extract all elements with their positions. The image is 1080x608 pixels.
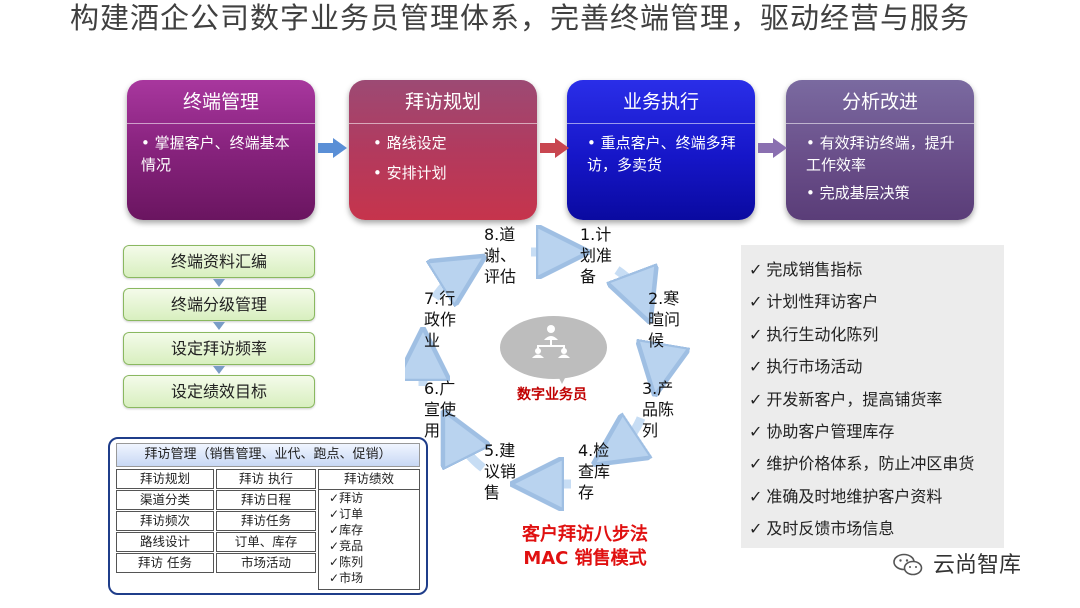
- checklist-item: 协助客户管理库存: [749, 416, 1004, 448]
- cycle-step-1: 1.计划准备: [580, 225, 613, 286]
- cycle-arrow: [455, 434, 483, 472]
- performance-item: 库存: [329, 522, 419, 538]
- cycle-arrow: [655, 342, 660, 370]
- performance-item: 拜访: [329, 490, 419, 506]
- cycle-step-3: 3.产品陈列: [642, 379, 675, 440]
- step-terminal-data: 终端资料汇编: [123, 245, 315, 278]
- table-header: 拜访管理（销售管理、业代、跑点、促销）: [116, 443, 420, 467]
- arrow-shaft: [540, 143, 556, 153]
- performance-item: 市场: [329, 570, 419, 586]
- checklist-item: 及时反馈市场信息: [749, 513, 1004, 545]
- cycle-step-6: 6.广宣使用: [424, 379, 457, 440]
- cycle-arrow: [615, 418, 641, 450]
- cycle-step-7: 7.行政作业: [424, 289, 457, 350]
- down-arrow-icon: [213, 366, 225, 374]
- wechat-icon: [893, 553, 923, 576]
- table-cell: 拜访日程: [216, 490, 316, 510]
- stage-bullet: • 有效拜访终端，提升工作效率: [806, 134, 955, 174]
- stage-bullet: • 安排计划: [373, 164, 447, 182]
- cycle-step-8: 8.道谢、评估: [484, 225, 517, 286]
- stage-analysis-improvement: 分析改进 • 有效拜访终端，提升工作效率 • 完成基层决策: [786, 80, 974, 220]
- table-cell: 拜访规划: [116, 469, 214, 489]
- checklist-item: 执行生动化陈列: [749, 319, 1004, 351]
- page-title: 构建酒企公司数字业务员管理体系，完善终端管理，驱动经营与服务: [70, 1, 971, 35]
- table-cell: 渠道分类: [116, 490, 214, 510]
- cycle-arrows: [405, 218, 705, 518]
- checklist-item: 维护价格体系，防止冲区串货: [749, 448, 1004, 480]
- stage-visit-planning: 拜访规划 • 路线设定 • 安排计划: [349, 80, 537, 220]
- checklist-item: 执行市场活动: [749, 351, 1004, 383]
- method-line-1: 客户拜访八步法: [522, 524, 648, 545]
- checklist-item: 完成销售指标: [749, 254, 1004, 286]
- method-caption: 客户拜访八步法 MAC 销售模式: [505, 523, 665, 571]
- stage-bullet: • 掌握客户、终端基本情况: [141, 134, 290, 174]
- table-cell: 拜访 任务: [116, 553, 214, 573]
- people-network-icon: [532, 325, 570, 358]
- step-terminal-grading: 终端分级管理: [123, 288, 315, 321]
- brand-name: 云尚智库: [933, 553, 1022, 578]
- visit-management-table: 拜访管理（销售管理、业代、跑点、促销） 拜访规划 渠道分类 拜访频次 路线设计 …: [108, 437, 428, 595]
- checklist-item: 准确及时地维护客户资料: [749, 481, 1004, 513]
- stage-terminal-management: 终端管理 • 掌握客户、终端基本情况: [127, 80, 315, 220]
- table-cell: 订单、库存: [216, 532, 316, 552]
- cycle-arrow: [435, 270, 463, 298]
- performance-item: 竞品: [329, 538, 419, 554]
- stage-bullet: • 路线设定: [373, 134, 447, 152]
- cycle-arrow: [617, 270, 641, 298]
- performance-column: 拜访绩效 拜访 订单 库存 竞品 陈列 市场: [318, 469, 420, 590]
- table-cell: 拜访 执行: [216, 469, 316, 489]
- performance-item: 陈列: [329, 554, 419, 570]
- table-cell: 市场活动: [216, 553, 316, 573]
- step-performance-target: 设定绩效目标: [123, 375, 315, 408]
- table-cell: 路线设计: [116, 532, 214, 552]
- arrow-shaft: [318, 143, 334, 153]
- cycle-step-4: 4.检查库存: [578, 441, 611, 502]
- stage-title: 分析改进: [786, 80, 974, 124]
- stage-title: 拜访规划: [349, 80, 537, 124]
- arrow-shaft: [758, 143, 774, 153]
- stage-bullet: • 重点客户、终端多拜访，多卖货: [587, 134, 736, 174]
- down-arrow-icon: [213, 322, 225, 330]
- stage-bullet: • 完成基层决策: [806, 184, 910, 202]
- stage-business-execution: 业务执行 • 重点客户、终端多拜访，多卖货: [567, 80, 755, 220]
- center-label: 数字业务员: [517, 387, 587, 403]
- checklist-item: 开发新客户，提高铺货率: [749, 384, 1004, 416]
- cycle-step-2: 2.寒暄问候: [648, 289, 681, 350]
- step-visit-frequency: 设定拜访频率: [123, 332, 315, 365]
- stage-title: 终端管理: [127, 80, 315, 124]
- right-arrow-icon: [555, 138, 569, 158]
- method-line-2: MAC 销售模式: [523, 548, 647, 569]
- right-arrow-icon: [773, 138, 787, 158]
- cycle-step-5: 5.建议销售: [484, 441, 517, 502]
- responsibility-checklist: 完成销售指标 计划性拜访客户 执行生动化陈列 执行市场活动 开发新客户，提高铺货…: [741, 245, 1004, 548]
- table-cell: 拜访任务: [216, 511, 316, 531]
- table-cell: 拜访绩效: [319, 470, 419, 490]
- performance-item: 订单: [329, 506, 419, 522]
- stage-title: 业务执行: [567, 80, 755, 124]
- checklist-item: 计划性拜访客户: [749, 286, 1004, 318]
- down-arrow-icon: [213, 279, 225, 287]
- center-bubble-tail: [554, 368, 570, 384]
- table-cell: 拜访频次: [116, 511, 214, 531]
- right-arrow-icon: [333, 138, 347, 158]
